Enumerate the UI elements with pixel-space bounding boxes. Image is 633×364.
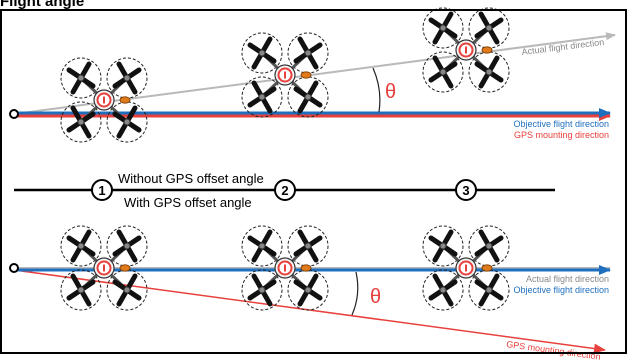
marker-2: 2: [274, 179, 296, 201]
marker-3: 3: [455, 179, 477, 201]
bottom-actual-flight-label: Actual flight direction: [526, 274, 609, 284]
origin-point-icon: [9, 263, 19, 273]
diagram-frame: [0, 9, 627, 354]
bottom-angle-symbol: θ: [370, 286, 381, 308]
bottom-objective-label: Objective flight direction: [513, 285, 609, 295]
quadcopter-icon: [61, 58, 147, 142]
svg-text:2: 2: [281, 183, 288, 198]
bottom-gps-mounting-line: [13, 269, 606, 354]
top-objective-label: Objective flight direction: [513, 119, 609, 129]
top-panel: θ Actual flight direction Objective flig…: [9, 8, 616, 142]
origin-point-icon: [9, 109, 19, 119]
middle-divider: Without GPS offset angle With GPS offset…: [14, 171, 555, 210]
marker-1: 1: [91, 179, 113, 201]
top-angle-arc: [372, 67, 381, 113]
header-fragment: Flight angle: [0, 0, 84, 10]
top-actual-flight-label: Actual flight direction: [521, 37, 605, 57]
top-angle-symbol: θ: [385, 81, 396, 103]
with-offset-label: With GPS offset angle: [124, 195, 252, 210]
without-offset-label: Without GPS offset angle: [118, 171, 264, 186]
top-gps-mounting-label: GPS mounting direction: [514, 130, 609, 140]
svg-text:1: 1: [98, 183, 105, 198]
bottom-panel: θ Actual flight direction Objective flig…: [9, 226, 611, 362]
bottom-angle-arc: [351, 271, 359, 316]
svg-text:3: 3: [462, 183, 469, 198]
